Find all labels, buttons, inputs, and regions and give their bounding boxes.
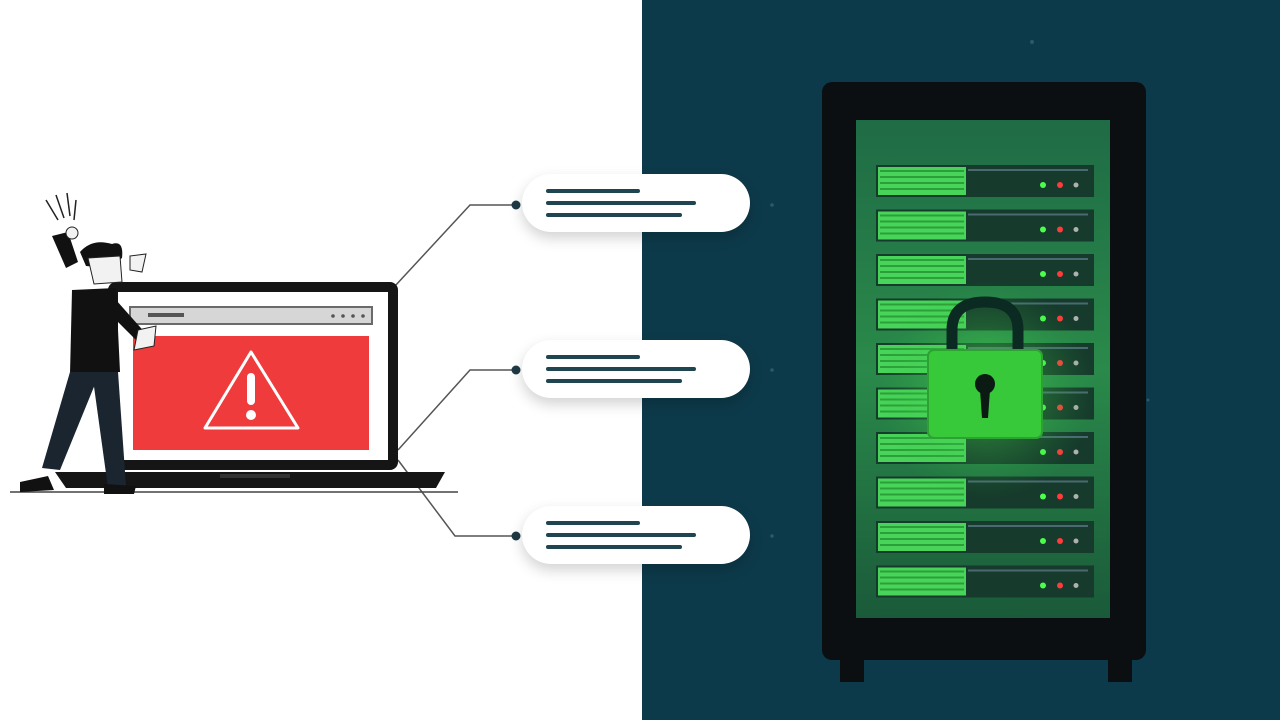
card-line [546, 213, 682, 217]
card-line [546, 379, 682, 383]
card-line [546, 201, 696, 205]
card-line [546, 533, 696, 537]
laptop-base [55, 472, 445, 488]
padlock-icon [927, 296, 1043, 439]
warning-triangle-icon [203, 350, 300, 430]
ambient-dots [770, 40, 1150, 538]
server-slot [876, 254, 1094, 286]
stressed-person [20, 192, 157, 494]
server-slot [876, 209, 1094, 242]
info-card-1 [522, 174, 750, 232]
card-line [546, 189, 640, 193]
server-slot [876, 165, 1094, 197]
card-line [546, 521, 640, 525]
card-line [546, 367, 696, 371]
info-card-3 [522, 506, 750, 564]
card-line [546, 355, 640, 359]
info-card-2 [522, 340, 750, 398]
server-slot [876, 521, 1094, 553]
card-line [546, 545, 682, 549]
server-slot [876, 565, 1094, 598]
connector-dots [511, 200, 521, 541]
